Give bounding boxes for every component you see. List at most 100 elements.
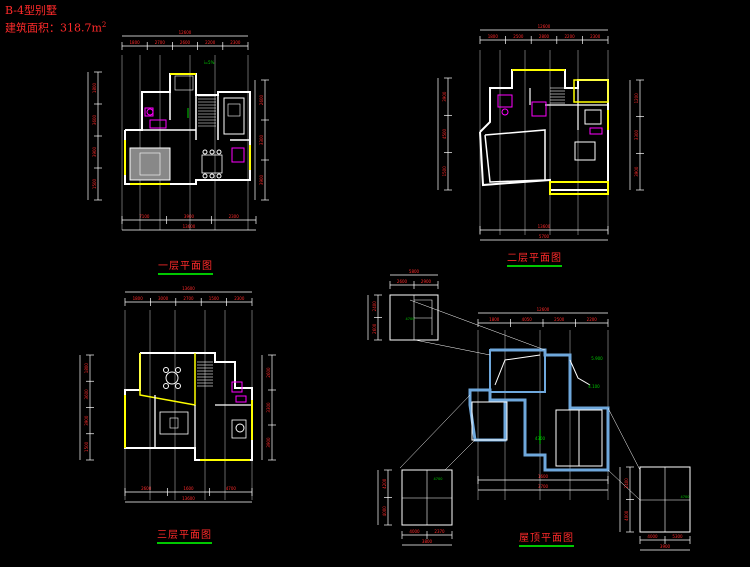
floor3-chair bbox=[163, 383, 169, 389]
floor3-left-dim-label: 1500 bbox=[84, 441, 89, 452]
floor3-bottom-dim-label: 4700 bbox=[226, 486, 237, 491]
roof-detail-br-left-dim-label: 2400 bbox=[624, 478, 629, 489]
floor1-right-dim-label: 2600 bbox=[259, 94, 264, 105]
roof-leader-line bbox=[607, 469, 641, 501]
roof-top-dim-label: 2500 bbox=[554, 317, 565, 322]
floor2-left-dim-label: 3900 bbox=[442, 91, 447, 102]
floor3-table bbox=[165, 371, 179, 385]
floor2-top-dim-total-label: 12600 bbox=[538, 24, 551, 29]
floor1-left-dim-label: 1800 bbox=[92, 82, 97, 93]
floor2-right-dim-label: 3300 bbox=[634, 129, 639, 140]
floor2-bay-window bbox=[573, 79, 609, 103]
roof-outline bbox=[468, 348, 610, 472]
roof-top-dim-label: 1800 bbox=[489, 317, 500, 322]
floor1-top-dim-label: 1800 bbox=[130, 40, 141, 45]
floor1-right-dim-label: 3300 bbox=[259, 134, 264, 145]
floor2-top-dim-label: 2300 bbox=[590, 34, 601, 39]
drawing-title: B-4型别墅 bbox=[5, 4, 58, 17]
roof-leader-line bbox=[409, 299, 546, 351]
floor3-bottom-dim-total-label: 13600 bbox=[182, 496, 195, 501]
floor3-top-dim-label: 1500 bbox=[209, 296, 220, 301]
roof-top-dim-label: 2200 bbox=[587, 317, 598, 322]
floor1-chair bbox=[216, 149, 222, 155]
floor3-top-dim-label: 2700 bbox=[183, 296, 194, 301]
roof-detail-br-slope: 4700 bbox=[681, 495, 690, 499]
roof-left-dormer bbox=[471, 401, 508, 441]
floor3-right-dim-label: 3300 bbox=[266, 402, 271, 413]
roof-upper-block bbox=[489, 349, 546, 393]
floor1-bottom-dim-label: 2300 bbox=[229, 214, 240, 219]
roof-leader-line bbox=[444, 439, 476, 471]
floor2-top-dim-label: 1800 bbox=[488, 34, 499, 39]
roof-detail-br-bottom-dim-label: 5300 bbox=[672, 534, 683, 539]
roof-detail-bl-left-dim-label: 4000 bbox=[382, 506, 387, 517]
floor1-chair bbox=[209, 173, 215, 179]
floor2-left-dim-label: 4500 bbox=[442, 128, 447, 139]
floor2-top-dim-label: 2800 bbox=[539, 34, 550, 39]
floor3-chair bbox=[175, 367, 181, 373]
floor1-left-dim-label: 3600 bbox=[92, 114, 97, 125]
floor3-bath-tub bbox=[231, 419, 247, 439]
floor2-plan-label: 二层平面图 bbox=[507, 249, 562, 267]
roof-hip-line bbox=[569, 359, 591, 386]
floor1-top-dim-label: 2200 bbox=[205, 40, 216, 45]
title-block: B-4型别墅 建筑面积：318.7m2 bbox=[5, 4, 106, 36]
floor2-top-dim-label: 2500 bbox=[513, 34, 524, 39]
floor3-top-dim-label: 2300 bbox=[234, 296, 245, 301]
roof-detail-tl-slope: 4700 bbox=[406, 317, 415, 321]
floor3-tub-drain bbox=[235, 423, 245, 433]
floor1-car-outline bbox=[223, 97, 245, 135]
floor3-exterior-wall bbox=[124, 352, 253, 461]
floor1-top-dim-label: 2300 bbox=[230, 40, 241, 45]
floor1-stair-landing bbox=[174, 75, 194, 91]
floor3-left-dim-label: 3600 bbox=[84, 389, 89, 400]
floor1-left-dim-label: 1500 bbox=[92, 178, 97, 189]
roof-top-dim-label: 4050 bbox=[522, 317, 533, 322]
area-label: 建筑面积：318.7m2 bbox=[5, 18, 106, 36]
area-superscript: 2 bbox=[101, 21, 107, 29]
floor1-kitchen-counter bbox=[231, 147, 245, 163]
floor1-chair bbox=[216, 173, 222, 179]
roof-leader-line bbox=[607, 407, 641, 471]
roof-detail-bl-bottom-dim-label: 4000 bbox=[409, 529, 420, 534]
floor2-right-dim-label: 1200 bbox=[634, 93, 639, 104]
roof-leader-line bbox=[399, 394, 471, 469]
roof-detail-tl-left-dim-label: 2400 bbox=[372, 301, 377, 312]
floor3-right-dim-label: 2600 bbox=[266, 367, 271, 378]
floor3-top-dim-total-label: 13600 bbox=[182, 286, 195, 291]
roof-ridge-line bbox=[494, 354, 541, 386]
floor3-right-dim-label: 3900 bbox=[266, 437, 271, 448]
floor2-bath-fixture bbox=[497, 94, 513, 108]
floor2-bottom-dim-label: 13600 bbox=[538, 224, 551, 229]
floor1-basin bbox=[146, 108, 154, 116]
floor3-left-dim-label: 3900 bbox=[84, 415, 89, 426]
roof-detail-tl-hip bbox=[414, 299, 433, 335]
floor3-top-dim-label: 1800 bbox=[133, 296, 144, 301]
floor3-plan-label: 三层平面图 bbox=[157, 526, 212, 544]
roof-top-dim-total-label: 12600 bbox=[537, 307, 550, 312]
floor1-top-dim-label: 2600 bbox=[180, 40, 191, 45]
floor1-bottom-dim-label: 7100 bbox=[139, 214, 150, 219]
floor2-basin bbox=[501, 108, 509, 116]
floor1-slope-text: i=5% bbox=[204, 60, 215, 65]
floor1-vanity bbox=[149, 119, 167, 129]
floor2-nightstand bbox=[589, 127, 603, 135]
floor2-bottom-dim-total-label: 5700 bbox=[539, 234, 550, 239]
roof-bottom-dim-label: 1600 bbox=[538, 474, 549, 479]
floor2-right-dim-label: 3900 bbox=[634, 166, 639, 177]
floor1-chair bbox=[209, 149, 215, 155]
floor2-balcony bbox=[549, 181, 609, 195]
floor1-coffee-table bbox=[139, 152, 161, 176]
floor1-bottom-dim-total-label: 13600 bbox=[183, 224, 196, 229]
floor3-pillow bbox=[169, 417, 179, 429]
floor1-right-dim-label: 3900 bbox=[259, 174, 264, 185]
floor2-top-dim-label: 2200 bbox=[565, 34, 576, 39]
floor1-dining-table bbox=[201, 154, 223, 174]
floor1-plan-label: 一层平面图 bbox=[158, 257, 213, 275]
roof-slope-text: 5.900 bbox=[591, 356, 603, 361]
roof-detail-br-bottom-dim-total-label: 3900 bbox=[660, 544, 671, 549]
roof-slope-text: 4.100 bbox=[588, 384, 600, 389]
floor1-top-dim-label: 2700 bbox=[155, 40, 166, 45]
floor3-toilet bbox=[231, 381, 243, 393]
roof-detail-tl-top-dim-label: 2900 bbox=[421, 279, 432, 284]
